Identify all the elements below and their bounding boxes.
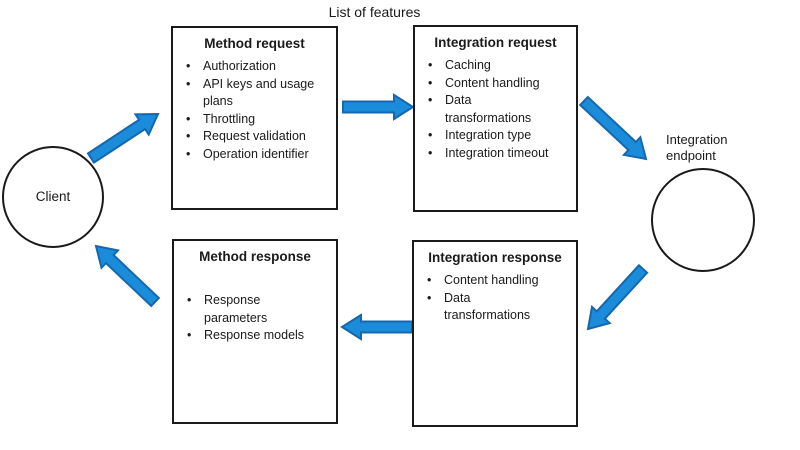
arrow-layer	[86, 93, 649, 341]
bullet-text: Authorization	[203, 59, 276, 73]
method-request-box: Method request • Authorization • API keys a…	[171, 26, 338, 210]
bullet-item: • Request validation	[173, 128, 336, 146]
bullet-icon: •	[186, 59, 191, 73]
bullet-text: Response parameters	[204, 293, 268, 325]
bullet-item: • Integration timeout	[415, 145, 576, 163]
bullet-text: Data transformations	[444, 290, 531, 323]
integration-endpoint-circle	[651, 168, 755, 272]
bullet-item: • Content handling	[415, 75, 576, 93]
arrow-integration-response-to-method-response	[340, 313, 413, 341]
integration-response-box: Integration response • Content handling • D…	[412, 240, 578, 427]
bullet-item: • Operation identifier	[173, 146, 336, 164]
bullet-text: Data transformations	[445, 93, 532, 125]
bullet-icon: •	[186, 146, 191, 161]
bullet-item: • Integration type	[415, 127, 576, 145]
bullet-item: • Response parameters	[174, 292, 336, 327]
bullet-icon: •	[186, 129, 191, 143]
bullet-icon: •	[427, 290, 432, 305]
bullet-icon: •	[427, 273, 432, 287]
method-request-feature-list: •Authorization•API keys and usage plans•…	[173, 58, 336, 163]
bullet-icon: •	[428, 93, 433, 107]
bullet-icon: •	[186, 111, 191, 126]
bullet-item: • Caching	[415, 57, 576, 75]
bullet-icon: •	[187, 293, 192, 307]
integration-request-title: Integration request	[434, 35, 557, 50]
method-response-feature-list: • Response parameters • Response models	[174, 292, 336, 345]
bullet-item: • Data transformations	[414, 290, 576, 325]
bullet-text: Content handling	[444, 273, 539, 287]
bullet-text: Response models	[204, 328, 305, 342]
arrow-method-request-to-integration-request	[342, 93, 415, 121]
bullet-text: Integration type	[445, 128, 532, 142]
bullet-text: Integration timeout	[445, 145, 549, 160]
integration-response-title: Integration response	[428, 250, 562, 265]
integration-request-box: Integration request • Caching • Content han…	[413, 25, 578, 212]
arrow-integration-request-to-endpoint	[578, 95, 648, 161]
bullet-icon: •	[187, 328, 192, 342]
bullet-item: • API keys and usage plans	[173, 76, 336, 111]
bullet-text: Throttling	[203, 111, 256, 126]
bullet-icon: •	[428, 128, 433, 142]
arrow-method-response-to-client	[94, 244, 161, 308]
arrow-client-to-method-request	[86, 112, 160, 164]
bullet-text: Caching	[445, 58, 491, 72]
client-circle	[2, 146, 104, 248]
bullet-icon: •	[428, 75, 433, 90]
diagram-title: List of features	[328, 4, 421, 20]
client-label: Client	[35, 189, 71, 204]
bullet-icon: •	[428, 145, 433, 160]
arrow-endpoint-to-integration-response	[586, 263, 649, 331]
bullet-text: API keys and usage plans	[203, 76, 315, 109]
method-response-title: Method response	[199, 249, 311, 264]
bullet-item: • Authorization	[173, 58, 336, 76]
bullet-item: • Throttling	[173, 111, 336, 129]
bullet-text: Request validation	[203, 129, 306, 143]
method-response-box: Method response • Response parameters • Res…	[172, 239, 338, 424]
bullet-text: Operation identifier	[203, 146, 309, 161]
integration-response-feature-list: • Content handling • Data transformations	[414, 272, 576, 325]
method-request-title: Method request	[204, 36, 305, 51]
integration-request-feature-list: • Caching • Content handling • Data transform…	[415, 57, 576, 162]
bullet-item: • Data transformations	[415, 92, 576, 127]
bullet-icon: •	[186, 76, 191, 91]
bullet-text: Content handling	[445, 75, 540, 90]
bullet-icon: •	[428, 58, 433, 72]
bullet-item: • Content handling	[414, 272, 576, 290]
bullet-item: • Response models	[174, 327, 336, 345]
integration-endpoint-label: Integration endpoint	[666, 132, 728, 163]
